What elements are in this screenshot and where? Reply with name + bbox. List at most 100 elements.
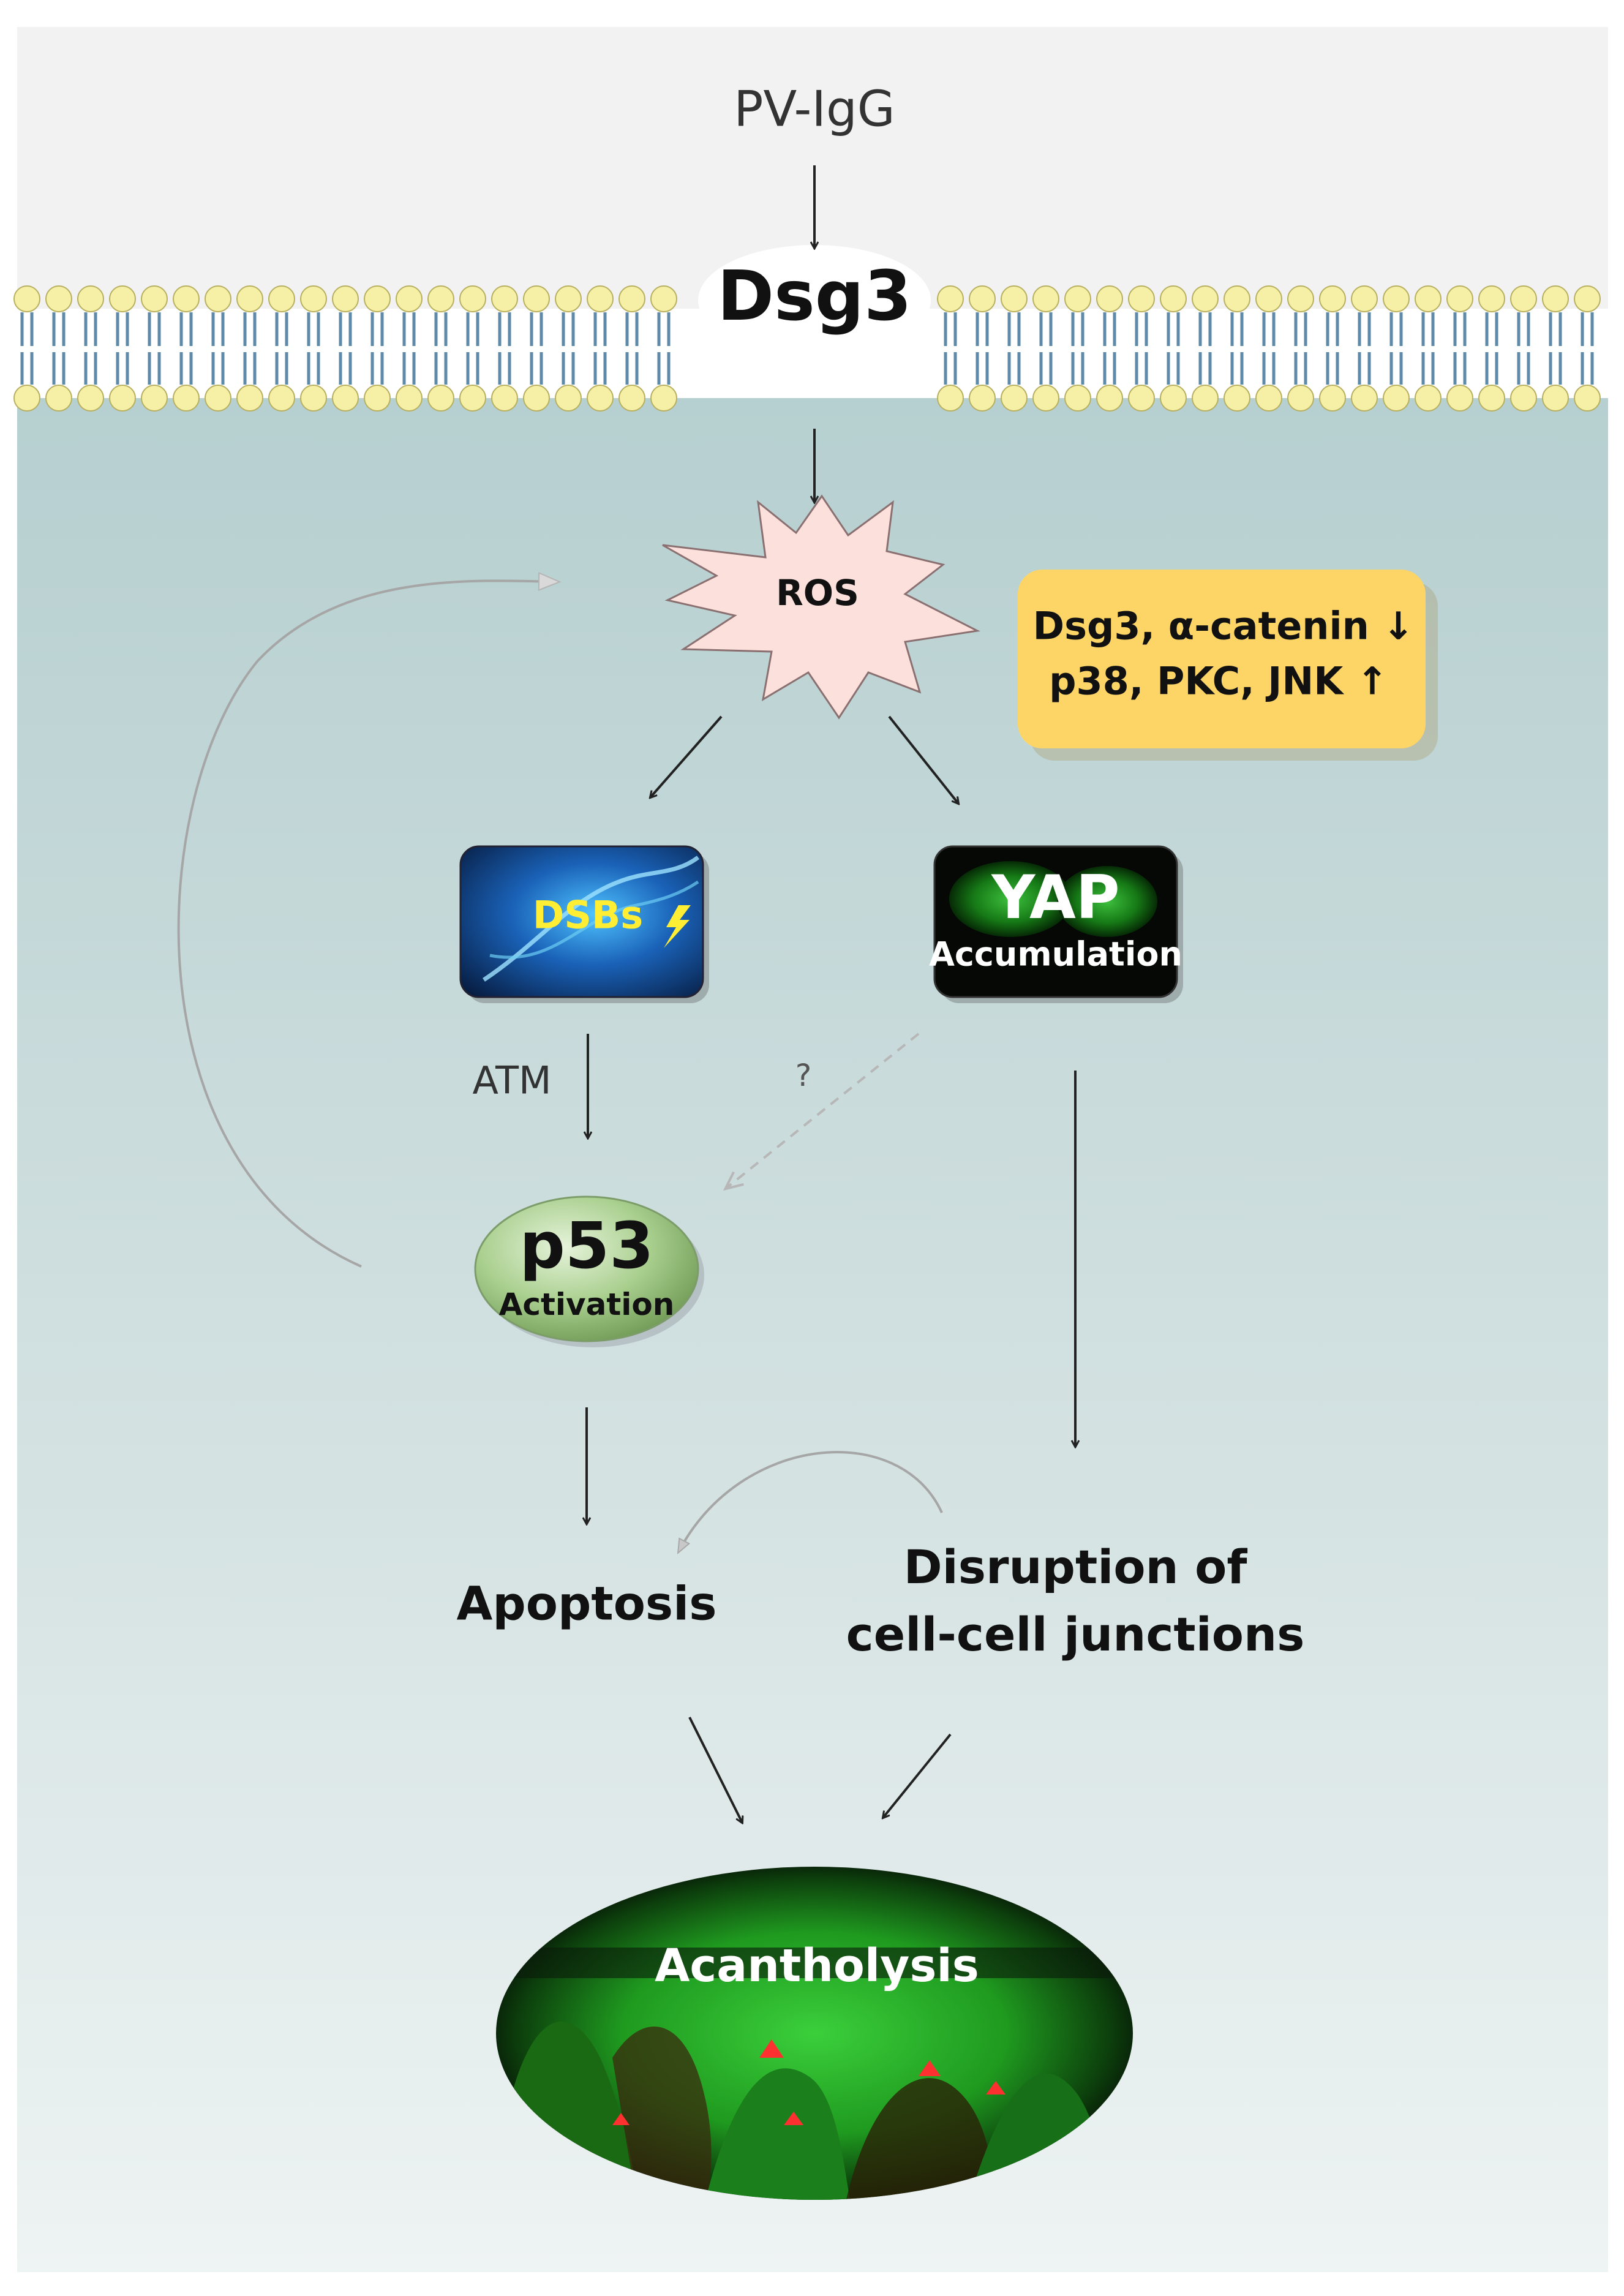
lipid-tail	[498, 352, 511, 385]
lipid-head	[236, 385, 263, 412]
lipid-tail	[530, 312, 543, 346]
disruption-line1: Disruption of	[903, 1540, 1247, 1594]
lipid-head	[618, 385, 645, 412]
ros-label: ROS	[776, 572, 859, 614]
lipid-tail	[370, 312, 384, 346]
lipid-tail	[20, 312, 34, 346]
lipid-head	[1542, 385, 1569, 412]
lipid-head	[1510, 385, 1537, 412]
lipid-head	[13, 385, 40, 412]
lipid-head	[555, 285, 582, 312]
lipid-head	[937, 385, 964, 412]
lipid-head	[1510, 285, 1537, 312]
lipid-tail	[1007, 312, 1021, 346]
info-box-line1: Dsg3, α-catenin ↓	[1033, 604, 1415, 649]
lipid-head	[459, 385, 486, 412]
lipid-head	[1192, 285, 1219, 312]
lipid-tail	[52, 312, 66, 346]
lipid-tail	[307, 352, 320, 385]
lipid-tail	[1581, 312, 1594, 346]
lipid-tail	[976, 312, 989, 346]
lipid-head	[205, 385, 231, 412]
lipid-tail	[976, 352, 989, 385]
curved-arrow-disruption-apoptosis	[679, 1451, 943, 1552]
p53-ellipse	[474, 1195, 699, 1342]
down-arrow-icon: ↓	[1382, 603, 1415, 649]
arrow-apoptosis-acantholysis	[688, 1717, 742, 1823]
lipid-tail	[1358, 312, 1371, 346]
lipid-head	[45, 385, 72, 412]
lipid-tail	[275, 352, 288, 385]
lipid-tail	[116, 312, 129, 346]
dsbs-label: DSBs	[532, 892, 644, 938]
lipid-tail	[1230, 352, 1244, 385]
lipid-head	[1096, 285, 1123, 312]
yap-nucleus-right	[1057, 866, 1157, 937]
lipid-head	[1001, 385, 1028, 412]
disruption-label: Disruption of cell-cell junctions	[846, 1534, 1305, 1668]
lipid-tail	[402, 352, 416, 385]
lipid-head	[969, 285, 996, 312]
lipid-tail	[1198, 352, 1212, 385]
lipid-tail	[657, 352, 671, 385]
lipid-head	[1415, 285, 1442, 312]
lipid-head	[491, 385, 518, 412]
lipid-tail	[434, 312, 448, 346]
lipid-head	[937, 285, 964, 312]
lipid-tail	[1358, 352, 1371, 385]
info-box	[1018, 570, 1426, 748]
lipid-head	[173, 285, 200, 312]
lipid-head	[650, 385, 677, 412]
lipid-tail	[211, 312, 225, 346]
lipid-head	[1287, 285, 1314, 312]
lipid-head	[364, 385, 391, 412]
p53-activation-label: Activation	[498, 1287, 675, 1322]
lipid-head	[650, 285, 677, 312]
lipid-tail	[148, 312, 161, 346]
lipid-head	[1001, 285, 1028, 312]
lipid-head	[1574, 285, 1601, 312]
lipid-head	[364, 285, 391, 312]
lipid-head	[1478, 285, 1505, 312]
lipid-tail	[275, 312, 288, 346]
lipid-tail	[52, 352, 66, 385]
lipid-tail	[1453, 352, 1467, 385]
lipid-head	[13, 285, 40, 312]
lipid-tail	[1039, 352, 1053, 385]
lipid-head	[1192, 385, 1219, 412]
lipid-tail	[466, 352, 479, 385]
pv-igg-label: PV-IgG	[734, 80, 895, 138]
yap-accumulation-label: Accumulation	[929, 935, 1182, 974]
lipid-tail	[944, 352, 957, 385]
lipid-tail	[1262, 352, 1276, 385]
lipid-tail	[593, 312, 607, 346]
lipid-head	[141, 285, 168, 312]
lipid-tail	[116, 352, 129, 385]
apoptosis-label: Apoptosis	[456, 1576, 717, 1631]
yap-nucleus-left	[949, 861, 1072, 937]
lipid-head	[555, 385, 582, 412]
lipid-head	[109, 285, 136, 312]
lipid-tail	[562, 312, 575, 346]
lipid-head	[268, 285, 295, 312]
lipid-head	[300, 385, 327, 412]
lipid-head	[1574, 385, 1601, 412]
lipid-tail	[1071, 312, 1085, 346]
lipid-head	[1446, 285, 1473, 312]
lipid-tail	[657, 312, 671, 346]
lipid-tail	[211, 352, 225, 385]
lipid-head	[1096, 385, 1123, 412]
lipid-head	[587, 385, 614, 412]
dsg3-label: Dsg3	[717, 257, 912, 336]
lipid-tail	[1103, 352, 1116, 385]
info-box-line2-text: p38, PKC, JNK	[1049, 658, 1344, 704]
lipid-head	[396, 385, 423, 412]
lightning-icon	[664, 905, 691, 948]
lipid-head	[1415, 385, 1442, 412]
lipid-tail	[593, 352, 607, 385]
lipid-tail	[530, 352, 543, 385]
lipid-tail	[1517, 312, 1530, 346]
lipid-head	[109, 385, 136, 412]
acantholysis-label: Acantholysis	[655, 1940, 979, 1992]
